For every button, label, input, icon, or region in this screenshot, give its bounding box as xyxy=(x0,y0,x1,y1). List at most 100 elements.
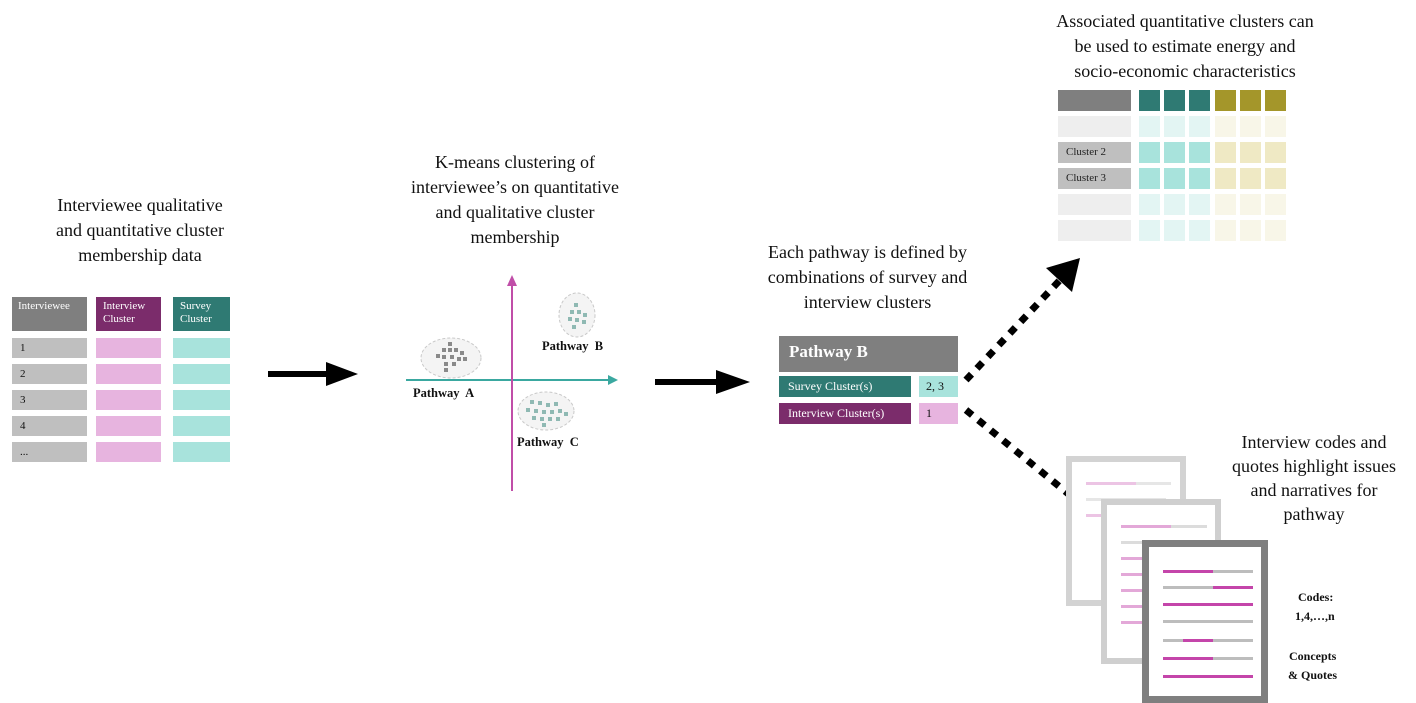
survey-cluster-cell xyxy=(173,338,230,358)
grid-olive-cell xyxy=(1240,194,1261,215)
grid-olive-cell xyxy=(1265,220,1286,241)
grid-teal-cell xyxy=(1189,116,1210,137)
grid-row-label: Cluster 3 xyxy=(1058,168,1131,189)
pathway-box-title: Pathway B xyxy=(779,336,958,372)
doc-line xyxy=(1163,620,1253,623)
doc-line xyxy=(1086,482,1136,485)
step1-caption-line-2: and quantitative cluster xyxy=(56,220,224,240)
doc-line xyxy=(1163,639,1183,642)
grid-olive-cell xyxy=(1215,194,1236,215)
interview-cluster-cell xyxy=(96,390,161,410)
grid-olive-cell xyxy=(1265,194,1286,215)
grid-teal-cell xyxy=(1164,220,1185,241)
dotted-arrow-up xyxy=(963,258,1080,383)
arrow-right-2 xyxy=(655,370,750,394)
grid-teal-cell xyxy=(1139,116,1160,137)
grid-olive-cell xyxy=(1215,90,1236,111)
quotes-label: & Quotes xyxy=(1288,668,1337,682)
doc-line xyxy=(1121,525,1171,528)
cluster-c xyxy=(517,391,575,431)
doc-line xyxy=(1136,482,1171,485)
step2-caption-line-4: membership xyxy=(470,227,560,247)
doc-line xyxy=(1163,586,1213,589)
step4-caption: Associated quantitative clusters can be … xyxy=(1020,9,1350,84)
grid-teal-cell xyxy=(1139,194,1160,215)
doc-line xyxy=(1121,589,1151,592)
grid-teal-cell xyxy=(1189,168,1210,189)
step2-caption-line-2: interviewee’s on quantitative xyxy=(411,177,619,197)
document-front xyxy=(1142,540,1268,703)
survey-cluster-cell xyxy=(173,442,230,462)
arrow-right-1 xyxy=(268,362,358,386)
grid-teal-cell xyxy=(1139,90,1160,111)
doc-line xyxy=(1213,570,1253,573)
table-row-interviewee: 4 xyxy=(12,416,87,436)
survey-cluster-value: 2, 3 xyxy=(919,376,958,397)
grid-header-label xyxy=(1058,90,1131,111)
table-row-interviewee: 1 xyxy=(12,338,87,358)
doc-line xyxy=(1163,657,1213,660)
header-survey-cluster: Survey Cluster xyxy=(173,297,230,331)
grid-row-label: Cluster 2 xyxy=(1058,142,1131,163)
grid-teal-cell xyxy=(1189,142,1210,163)
doc-line xyxy=(1121,573,1151,576)
table-row-interviewee: ... xyxy=(12,442,87,462)
step4-caption-line-3: socio-economic characteristics xyxy=(1074,61,1296,81)
grid-teal-cell xyxy=(1164,116,1185,137)
grid-olive-cell xyxy=(1215,168,1236,189)
survey-cluster-cell xyxy=(173,390,230,410)
grid-teal-cell xyxy=(1164,142,1185,163)
grid-row-label xyxy=(1058,220,1131,241)
doc-line xyxy=(1213,657,1253,660)
step3-caption: Each pathway is defined by combinations … xyxy=(730,240,1005,315)
grid-olive-cell xyxy=(1240,90,1261,111)
grid-teal-cell xyxy=(1164,90,1185,111)
doc-line xyxy=(1163,570,1213,573)
grid-teal-cell xyxy=(1139,142,1160,163)
doc-line xyxy=(1121,621,1151,624)
step3-caption-line-3: interview clusters xyxy=(803,292,932,312)
grid-teal-cell xyxy=(1189,194,1210,215)
step4-caption-line-1: Associated quantitative clusters can xyxy=(1056,11,1314,31)
pathway-a-label: Pathway A xyxy=(413,386,475,400)
doc-line xyxy=(1171,525,1207,528)
step2-caption: K-means clustering of interviewee’s on q… xyxy=(370,150,660,250)
grid-olive-cell xyxy=(1240,220,1261,241)
grid-teal-cell xyxy=(1139,220,1160,241)
grid-olive-cell xyxy=(1240,116,1261,137)
grid-row-label xyxy=(1058,194,1131,215)
survey-cluster-label: Survey Cluster(s) xyxy=(779,376,911,397)
interview-cluster-cell xyxy=(96,338,161,358)
grid-olive-cell xyxy=(1215,116,1236,137)
step5-caption-line-1: Interview codes and xyxy=(1241,432,1387,452)
pathway-b-label: Pathway B xyxy=(542,339,604,353)
grid-olive-cell xyxy=(1265,142,1286,163)
interview-cluster-value: 1 xyxy=(919,403,958,424)
interview-cluster-cell xyxy=(96,364,161,384)
grid-olive-cell xyxy=(1240,142,1261,163)
header-interview-cluster: Interview Cluster xyxy=(96,297,161,331)
step5-caption-line-4: pathway xyxy=(1283,504,1345,524)
step5-caption-line-3: and narratives for xyxy=(1250,480,1378,500)
grid-olive-cell xyxy=(1215,142,1236,163)
interview-cluster-label: Interview Cluster(s) xyxy=(779,403,911,424)
doc-line xyxy=(1163,675,1253,678)
grid-teal-cell xyxy=(1189,220,1210,241)
step1-caption-line-1: Interviewee qualitative xyxy=(57,195,223,215)
step3-caption-line-2: combinations of survey and xyxy=(767,267,968,287)
grid-olive-cell xyxy=(1240,168,1261,189)
interview-cluster-cell xyxy=(96,442,161,462)
grid-olive-cell xyxy=(1265,168,1286,189)
table-row-interviewee: 2 xyxy=(12,364,87,384)
doc-line xyxy=(1121,557,1151,560)
step1-caption: Interviewee qualitative and quantitative… xyxy=(0,193,280,268)
grid-row-label xyxy=(1058,116,1131,137)
step4-caption-line-2: be used to estimate energy and xyxy=(1074,36,1296,56)
codes-label: Codes: xyxy=(1298,590,1334,604)
survey-cluster-cell xyxy=(173,364,230,384)
table-row-interviewee: 3 xyxy=(12,390,87,410)
header-interviewee: Interviewee xyxy=(12,297,87,331)
pathway-c-label: Pathway C xyxy=(517,435,579,449)
cluster-b xyxy=(558,292,596,338)
